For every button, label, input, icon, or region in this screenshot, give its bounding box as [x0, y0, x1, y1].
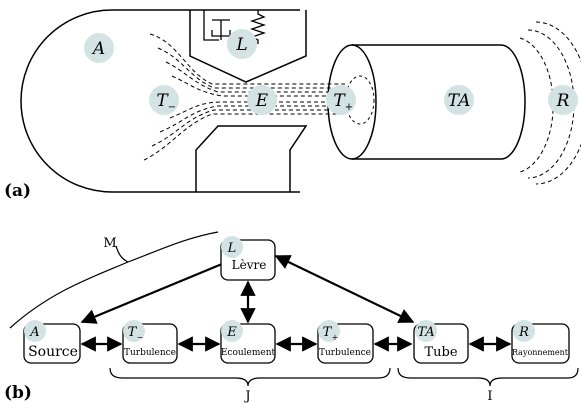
svg-text:A: A: [91, 39, 105, 59]
node-levre: L Lèvre: [220, 236, 276, 281]
brace-I: I: [397, 367, 579, 403]
svg-text:T: T: [156, 91, 169, 111]
region-TA: TA: [444, 85, 474, 115]
svg-text:T: T: [128, 325, 138, 340]
svg-text:TA: TA: [448, 91, 471, 111]
node-turbulence-1: T − Turbulence: [122, 320, 178, 364]
svg-text:T: T: [323, 325, 333, 340]
region-L: L: [227, 29, 257, 59]
svg-text:TA: TA: [417, 325, 434, 340]
svg-text:I: I: [487, 389, 492, 403]
node-source: A Source: [23, 320, 81, 364]
svg-text:Turbulence: Turbulence: [319, 348, 371, 358]
arrow-levre-tube: [274, 255, 415, 323]
svg-text:Tube: Tube: [424, 345, 457, 360]
node-ecoulement: E Ecoulement: [220, 320, 276, 364]
svg-text:+: +: [332, 333, 339, 342]
arrows: [80, 255, 512, 352]
region-T-minus: T −: [149, 85, 179, 115]
svg-text:R: R: [518, 325, 529, 340]
region-E: E: [247, 85, 277, 115]
svg-text:+: +: [345, 102, 353, 113]
brace-J: J: [109, 367, 391, 403]
svg-text:E: E: [255, 91, 269, 111]
mouth-outline: [20, 9, 300, 193]
flow-lines: [143, 33, 345, 161]
node-rayonnement: R Rayonnement: [511, 320, 570, 364]
brace-M: M: [9, 231, 219, 329]
panel-a: A L T − E T + TA R (a): [4, 9, 581, 201]
svg-text:A: A: [29, 325, 39, 340]
node-tube: TA Tube: [413, 320, 469, 364]
region-R: R: [548, 85, 578, 115]
arrow-levre-source: [80, 262, 223, 324]
region-T-plus: T +: [326, 85, 356, 115]
svg-text:−: −: [168, 102, 176, 113]
node-turbulence-2: T + Turbulence: [317, 320, 374, 364]
panel-b-label: (b): [4, 383, 32, 403]
svg-text:E: E: [226, 325, 237, 340]
svg-text:J: J: [243, 389, 250, 403]
svg-text:T: T: [333, 91, 346, 111]
svg-text:M: M: [103, 236, 116, 251]
lower-lip: [195, 125, 308, 192]
upper-lip: [189, 10, 307, 83]
tube-cylinder: [327, 44, 526, 160]
svg-text:L: L: [227, 241, 237, 256]
svg-text:Turbulence: Turbulence: [124, 348, 176, 358]
svg-text:L: L: [235, 35, 247, 55]
svg-text:Rayonnement: Rayonnement: [512, 348, 569, 357]
svg-text:Lèvre: Lèvre: [232, 258, 267, 272]
region-A: A: [84, 33, 114, 63]
svg-text:Ecoulement: Ecoulement: [221, 348, 276, 358]
panel-a-label: (a): [4, 181, 31, 201]
svg-text:−: −: [137, 333, 144, 342]
lip-mechanism: [203, 10, 267, 44]
svg-text:R: R: [556, 91, 570, 111]
svg-text:Source: Source: [28, 344, 78, 360]
panel-b: A Source T − Turbulence E Ecoulement T +…: [4, 231, 579, 403]
